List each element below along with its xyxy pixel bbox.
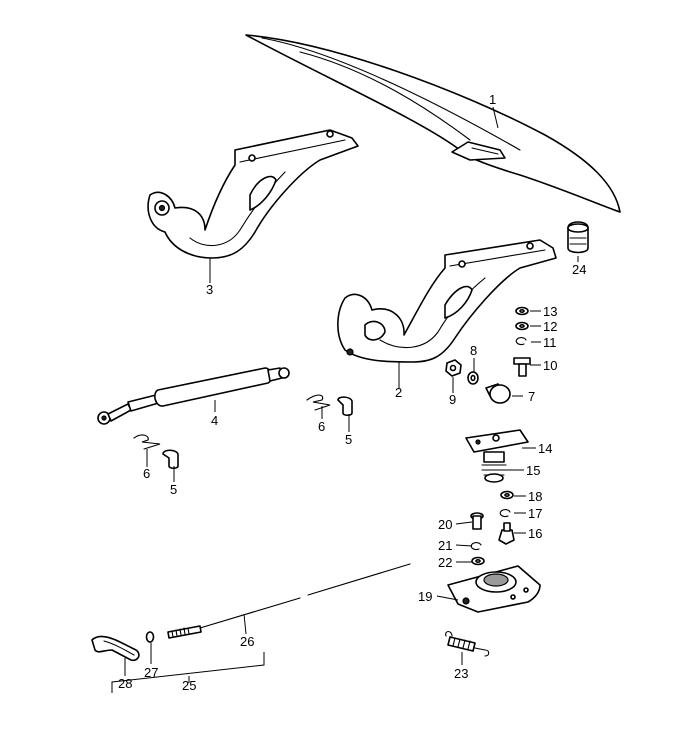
- washer-13: [515, 306, 529, 316]
- circlip-11: [515, 337, 527, 346]
- callout-22: 22: [438, 555, 452, 570]
- retaining-clip-lower: [133, 434, 161, 450]
- washer-27: [145, 631, 155, 643]
- callout-4: 4: [211, 413, 218, 428]
- callout-19: 19: [418, 589, 432, 604]
- callout-17: 17: [528, 506, 542, 521]
- callout-9: 9: [449, 392, 456, 407]
- callout-26: 26: [240, 634, 254, 649]
- callout-11: 11: [543, 335, 557, 350]
- callout-7: 7: [528, 389, 535, 404]
- callout-12: 12: [543, 319, 557, 334]
- release-cable-26: [167, 563, 411, 639]
- callout-8: 8: [470, 343, 477, 358]
- callout-21: 21: [438, 538, 452, 553]
- gas-strut: [97, 367, 290, 425]
- hinge-pin-upper: [337, 396, 353, 417]
- bolt-20: [470, 512, 484, 530]
- lock-spring-15: [481, 451, 507, 483]
- leader-lines: [111, 106, 579, 693]
- callout-14: 14: [538, 441, 552, 456]
- callout-25: 25: [182, 678, 196, 693]
- callout-5-upper: 5: [345, 432, 352, 447]
- bolt-16: [498, 522, 515, 545]
- lock-base-19: [447, 565, 541, 613]
- callout-labels: 1 2 3 4 5 5 6 6 7 8 9 10 11 12 13 14 15 …: [118, 92, 586, 693]
- retaining-clip-upper: [306, 394, 331, 411]
- callout-10: 10: [543, 358, 557, 373]
- washer-22: [471, 556, 485, 566]
- rubber-buffer-24: [567, 221, 589, 254]
- lock-plate-14: [465, 429, 529, 453]
- hood-hinge-left: [147, 129, 359, 259]
- callout-6-upper: 6: [318, 419, 325, 434]
- hood-hinge-right: [337, 239, 557, 363]
- callout-3: 3: [206, 282, 213, 297]
- washer-12: [515, 321, 529, 331]
- circlip-21: [470, 542, 482, 551]
- callout-24: 24: [572, 262, 586, 277]
- hinge-pin-lower: [162, 449, 179, 470]
- callout-6-lower: 6: [143, 466, 150, 481]
- washer-18: [500, 490, 514, 500]
- callout-18: 18: [528, 489, 542, 504]
- callout-5-lower: 5: [170, 482, 177, 497]
- callout-28: 28: [118, 676, 132, 691]
- buffer-knob: [485, 383, 511, 404]
- callout-23: 23: [454, 666, 468, 681]
- lock-nut: [445, 359, 462, 377]
- callout-13: 13: [543, 304, 557, 319]
- callout-1: 1: [489, 92, 496, 107]
- circlip-17: [499, 509, 511, 518]
- spring-23: [445, 630, 490, 657]
- callout-2: 2: [395, 385, 402, 400]
- hood-lid: [245, 34, 621, 213]
- release-lever-28: [91, 635, 140, 662]
- callout-20: 20: [438, 517, 452, 532]
- callout-16: 16: [528, 526, 542, 541]
- bolt-10: [513, 357, 531, 377]
- callout-27: 27: [144, 665, 158, 680]
- washer-8: [467, 371, 479, 385]
- callout-15: 15: [526, 463, 540, 478]
